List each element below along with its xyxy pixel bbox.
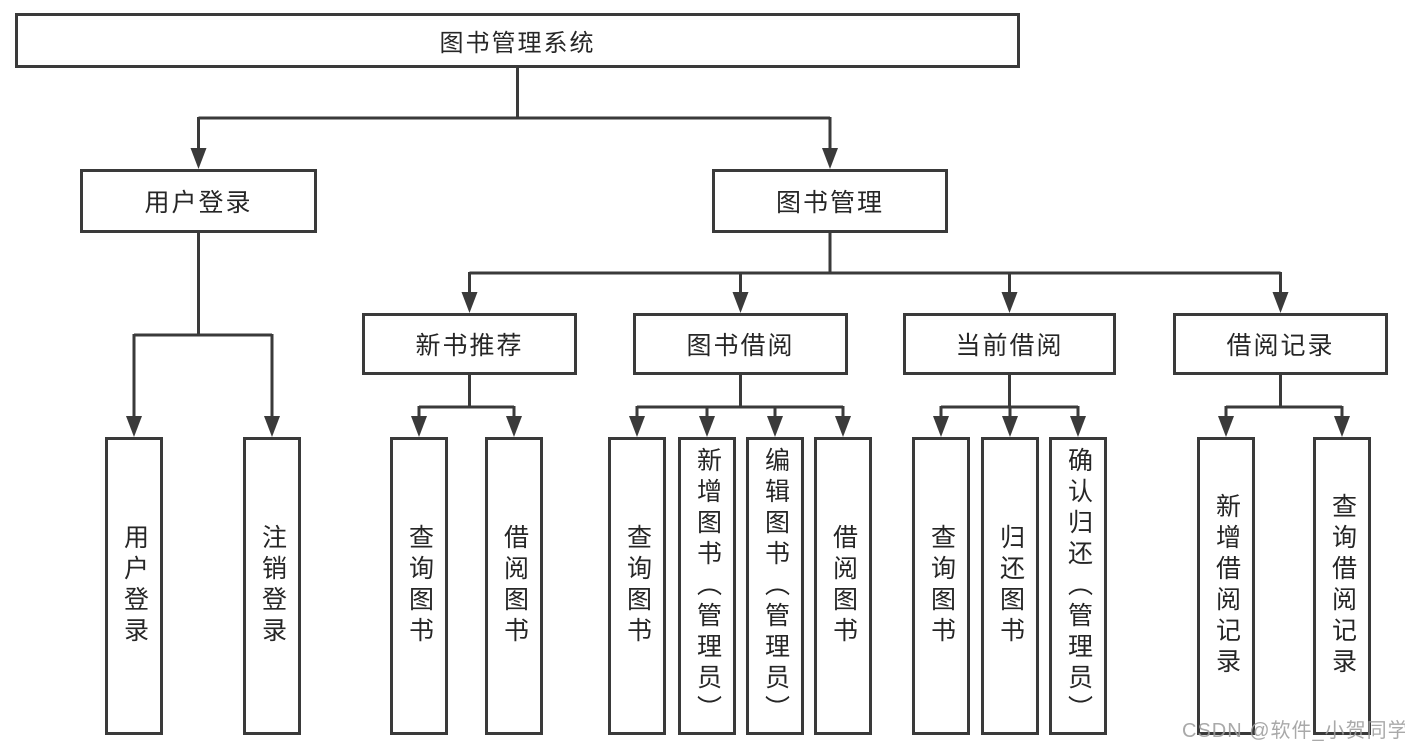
leaf-current-confirm-return-admin: 确认归还（管理员） xyxy=(1049,437,1107,735)
leaf-rec-borrow-book: 借阅图书 xyxy=(485,437,543,735)
node-current-borrowing: 当前借阅 xyxy=(903,313,1116,375)
leaf-record-add-borrow-record: 新增借阅记录 xyxy=(1197,437,1255,735)
node-borrowing-records: 借阅记录 xyxy=(1173,313,1388,375)
connector-borrow-record-to-leaves xyxy=(1224,375,1344,422)
leaf-current-query-book: 查询图书 xyxy=(912,437,970,735)
leaf-borrow-edit-book-admin: 编辑图书（管理员） xyxy=(746,437,804,735)
connector-user-login-to-leaves xyxy=(132,233,274,422)
node-new-book-recommendation: 新书推荐 xyxy=(362,313,577,375)
node-book-borrowing: 图书借阅 xyxy=(633,313,848,375)
connector-book-mgmt-to-level3 xyxy=(468,233,1282,298)
watermark: CSDN @软件_小贺同学 xyxy=(1182,720,1405,742)
leaf-record-query-borrow-record: 查询借阅记录 xyxy=(1313,437,1371,735)
node-user-login: 用户登录 xyxy=(80,169,317,233)
leaf-rec-query-book: 查询图书 xyxy=(390,437,448,735)
arrowhead-icons xyxy=(126,148,1350,437)
connector-book-borrow-to-leaves xyxy=(635,375,845,422)
connector-root-to-level2 xyxy=(197,68,832,155)
connector-new-book-rec-to-leaves xyxy=(417,375,516,422)
leaf-current-return-book: 归还图书 xyxy=(981,437,1039,735)
leaf-user-login: 用户登录 xyxy=(105,437,163,735)
leaf-borrow-query-book: 查询图书 xyxy=(608,437,666,735)
leaf-borrow-borrow-book: 借阅图书 xyxy=(814,437,872,735)
connector-current-borrow-to-leaves xyxy=(939,375,1080,422)
node-library-management-system: 图书管理系统 xyxy=(15,13,1020,68)
leaf-logout-login: 注销登录 xyxy=(243,437,301,735)
node-book-management: 图书管理 xyxy=(712,169,948,233)
leaf-borrow-add-book-admin: 新增图书（管理员） xyxy=(678,437,736,735)
